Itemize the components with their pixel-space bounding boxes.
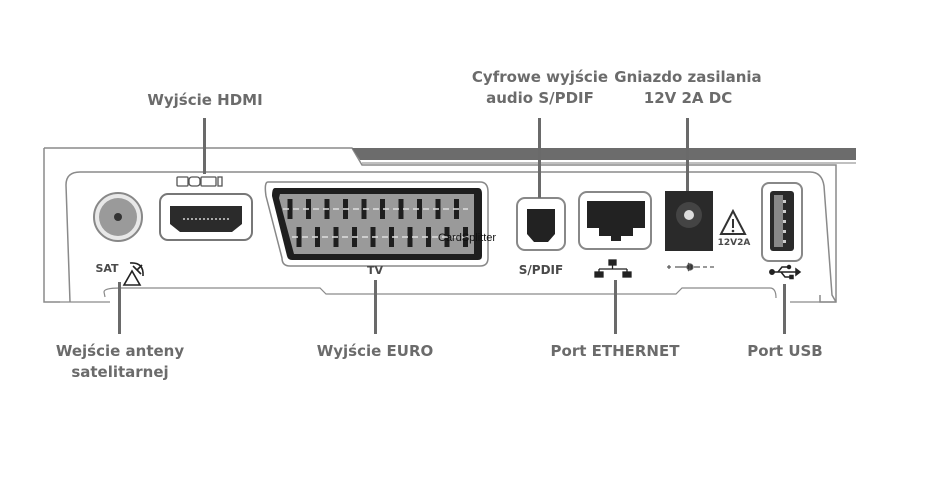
scart-pin	[296, 227, 302, 247]
scart-pin	[407, 227, 413, 247]
warning-triangle-icon	[719, 208, 747, 235]
hdmi-port	[159, 193, 253, 241]
overlay-watermark: CardSplitter	[438, 232, 497, 244]
network-icon	[594, 259, 632, 278]
leader-ethernet	[614, 280, 617, 334]
satellite-dish-icon	[122, 262, 144, 286]
spdif-port	[516, 197, 566, 251]
leader-euro	[374, 280, 377, 334]
hdmi-logo	[176, 176, 223, 187]
scart-pin	[389, 227, 394, 247]
ethernet-port	[578, 191, 652, 250]
scart-pin	[380, 199, 385, 219]
callout-power: Gniazdo zasilania 12V 2A DC	[606, 67, 770, 109]
mark-power-rating: 12V2A	[717, 238, 751, 248]
callout-spdif-line1: Cyfrowe wyjście	[471, 68, 609, 86]
leader-spdif	[538, 118, 541, 198]
scart-pins	[283, 199, 468, 247]
dc-power-jack	[665, 191, 713, 251]
leader-sat	[118, 282, 121, 334]
mark-sat: SAT	[95, 262, 119, 275]
inner-panel-outline	[65, 171, 837, 303]
leader-power	[686, 118, 689, 191]
callout-spdif-line2: audio S/PDIF	[486, 89, 594, 107]
scart-pin	[417, 199, 422, 219]
callout-hdmi: Wyjście HDMI	[147, 91, 263, 109]
scart-port	[264, 181, 489, 267]
top-stripe	[352, 148, 856, 160]
scart-pin	[287, 199, 293, 219]
callout-ethernet: Port ETHERNET	[550, 342, 680, 360]
mark-tv: TV	[366, 264, 384, 277]
usb-icon	[769, 264, 802, 280]
dc-polarity-icon	[667, 262, 714, 272]
leader-usb	[783, 284, 786, 334]
scart-pin	[426, 227, 431, 247]
callout-power-line2: 12V 2A DC	[643, 89, 733, 107]
callout-power-line1: Gniazdo zasilania	[614, 68, 762, 86]
sat-connector	[93, 192, 143, 242]
callout-euro: Wyjście EURO	[316, 342, 434, 360]
mark-spdif: S/PDIF	[518, 263, 564, 277]
usb-port	[761, 182, 803, 262]
callout-usb: Port USB	[747, 342, 823, 360]
callout-sat: Wejście anteny satelitarnej	[40, 341, 200, 383]
callout-sat-line1: Wejście anteny	[55, 342, 185, 360]
scart-pin	[398, 199, 404, 219]
leader-hdmi	[203, 118, 206, 174]
callout-sat-line2: satelitarnej	[71, 363, 169, 381]
callout-spdif: Cyfrowe wyjście audio S/PDIF	[460, 67, 620, 109]
